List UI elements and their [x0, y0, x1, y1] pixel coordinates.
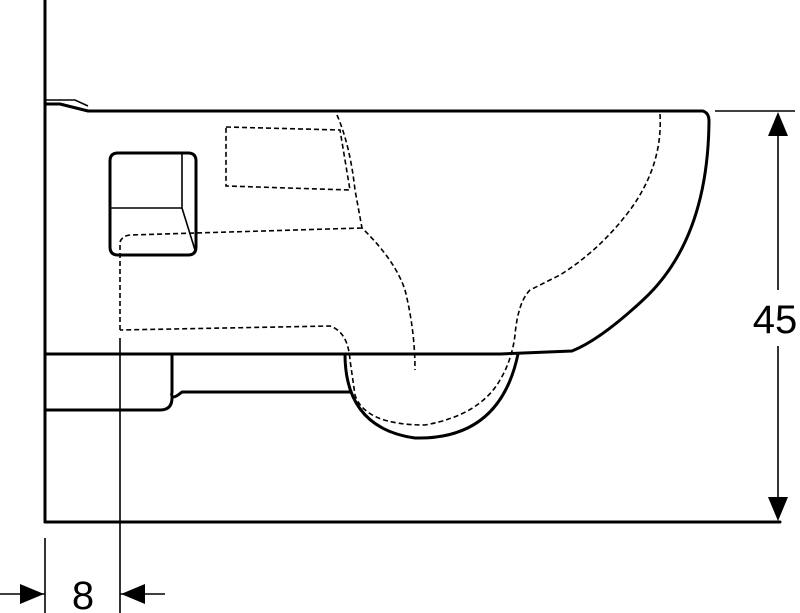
mounting-block [108, 151, 198, 257]
arrow-right-icon [20, 584, 44, 604]
wall-and-floor [43, 0, 782, 524]
hidden-lines [119, 113, 662, 426]
offset-dimension: 8 [0, 338, 165, 613]
toilet-bowl-outline [43, 99, 711, 440]
height-dimension-label: 45 [753, 298, 798, 342]
arrow-down-icon [768, 497, 788, 521]
offset-dimension-label: 8 [72, 574, 94, 613]
height-dimension: 45 [715, 110, 800, 521]
arrow-up-icon [768, 112, 788, 136]
arrow-left-icon [121, 584, 145, 604]
